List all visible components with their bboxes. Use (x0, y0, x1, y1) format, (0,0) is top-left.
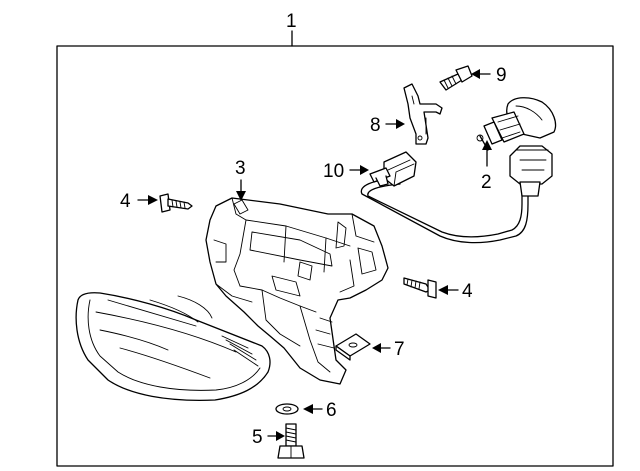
screw-left (159, 193, 193, 213)
washer (275, 403, 299, 415)
bulb (476, 97, 557, 151)
callout-3: 3 (235, 158, 246, 201)
callout-1: 1 (286, 11, 297, 47)
fog-lamp-lens (75, 292, 271, 401)
callout-8: 8 (370, 115, 405, 136)
clip-nut (335, 333, 371, 361)
callout-10-label: 10 (323, 161, 344, 182)
callout-3-label: 3 (235, 158, 246, 179)
callout-5: 5 (252, 427, 285, 448)
callout-7: 7 (372, 339, 405, 360)
bracket-bolt (439, 65, 473, 91)
wiring-harness (360, 151, 529, 244)
callout-4-left-label: 4 (120, 191, 131, 212)
screw-right (403, 277, 437, 299)
bolt (277, 423, 305, 459)
assembly-frame (56, 45, 614, 467)
callout-9-label: 9 (496, 65, 507, 86)
callout-2: 2 (481, 140, 492, 193)
callout-7-label: 7 (394, 339, 405, 360)
callout-8-label: 8 (370, 115, 381, 136)
wire-bracket (403, 83, 443, 145)
callout-6: 6 (303, 400, 337, 421)
callout-1-label: 1 (286, 11, 297, 32)
callout-4-right-label: 4 (462, 281, 473, 302)
callout-10: 10 (323, 161, 369, 182)
callout-9: 9 (471, 65, 507, 86)
callout-4-right: 4 (438, 281, 473, 302)
callout-4-left: 4 (120, 191, 158, 212)
callout-5-label: 5 (252, 427, 263, 448)
bulb-socket (509, 145, 553, 197)
mounting-bracket (205, 197, 389, 385)
callout-6-label: 6 (326, 400, 337, 421)
callout-2-label: 2 (481, 172, 492, 193)
